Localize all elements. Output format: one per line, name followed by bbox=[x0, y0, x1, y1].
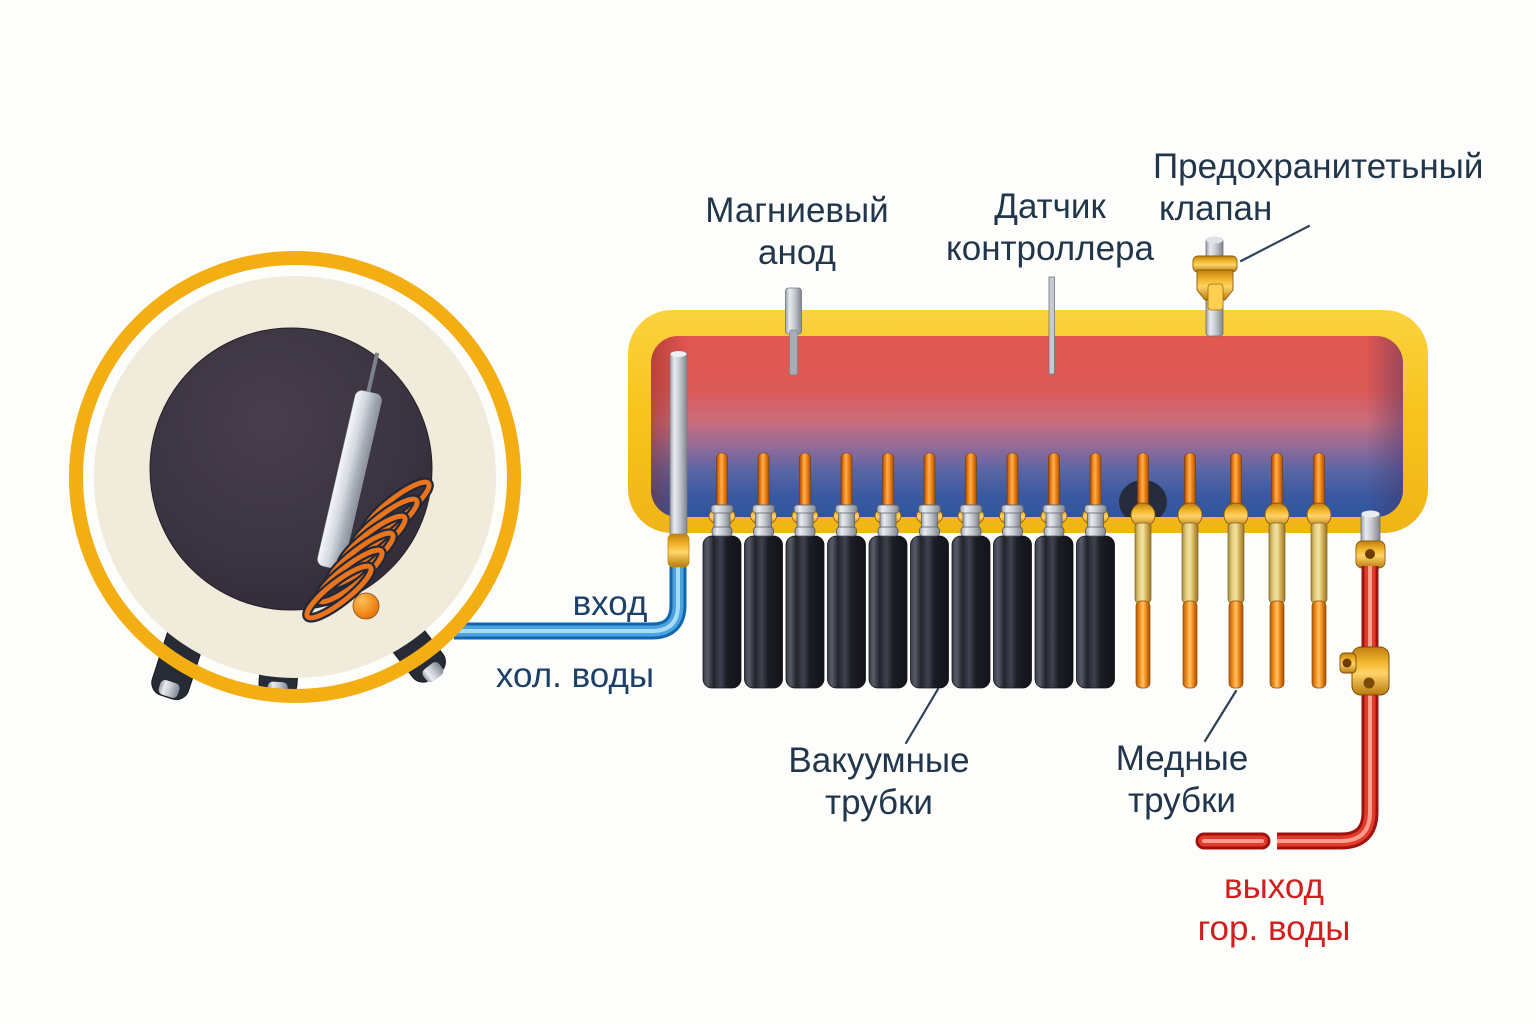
vacuum-tube bbox=[827, 452, 866, 689]
label-line: трубки bbox=[825, 783, 933, 822]
vacuum-tube bbox=[910, 452, 949, 689]
copper-tubes-leader bbox=[1203, 689, 1238, 743]
hot-water-pipe bbox=[1195, 510, 1390, 850]
label-controller-sensor: Датчик контроллера bbox=[925, 186, 1175, 270]
outlet-valve bbox=[1339, 646, 1390, 696]
label-line: анод bbox=[758, 233, 836, 272]
magnesium-anode-rod bbox=[785, 287, 802, 376]
label-vacuum-tubes: Вакуумные трубки bbox=[754, 740, 1004, 824]
vacuum-tubes-group bbox=[702, 452, 1115, 689]
copper-tube bbox=[1306, 452, 1332, 689]
label-line: гор. воды bbox=[1197, 909, 1351, 948]
label-line: трубки bbox=[1128, 781, 1236, 820]
label-line: выход bbox=[1224, 867, 1324, 906]
inset-heat-bulb bbox=[352, 592, 380, 620]
inset-tube-interior bbox=[149, 327, 433, 611]
inset-copper-coil bbox=[302, 477, 434, 623]
storage-tank bbox=[628, 310, 1428, 533]
label-line: Медные bbox=[1115, 739, 1249, 778]
copper-tube bbox=[1223, 452, 1249, 689]
vacuum-tube bbox=[744, 452, 783, 689]
vacuum-tube bbox=[1034, 452, 1074, 689]
label-line: Магниевый bbox=[705, 191, 889, 230]
label-line: хол. воды bbox=[495, 656, 655, 695]
label-line: контроллера bbox=[946, 229, 1154, 268]
label-magnesium-anode: Магниевый анод bbox=[672, 190, 922, 274]
label-cold-inlet-1: вход bbox=[550, 583, 670, 625]
leader-lines bbox=[904, 224, 1311, 745]
label-hot-outlet: выход гор. воды bbox=[1164, 866, 1384, 950]
cold-water-pipe bbox=[454, 566, 687, 640]
label-line: клапан bbox=[1159, 189, 1273, 228]
vacuum-tube bbox=[702, 452, 742, 689]
vacuum-tube bbox=[868, 452, 908, 689]
safety-valve-assembly bbox=[1192, 236, 1238, 337]
copper-tubes-group bbox=[1130, 452, 1332, 689]
copper-tube bbox=[1130, 452, 1156, 689]
vacuum-tubes-leader bbox=[904, 687, 940, 745]
copper-tube bbox=[1264, 452, 1290, 689]
vacuum-tube bbox=[785, 452, 825, 689]
label-safety-valve: Предохранитетьный клапан bbox=[1153, 146, 1513, 230]
label-copper-tubes: Медные трубки bbox=[1057, 738, 1307, 822]
label-line: Вакуумные bbox=[788, 741, 970, 780]
vacuum-tube bbox=[993, 452, 1032, 689]
copper-tube bbox=[1177, 452, 1203, 689]
label-line: Датчик bbox=[994, 187, 1106, 226]
label-line: вход bbox=[572, 584, 648, 623]
vacuum-tube bbox=[1076, 452, 1115, 689]
controller-sensor-probe bbox=[1048, 276, 1055, 375]
safety-valve-leader bbox=[1239, 224, 1311, 263]
vacuum-tube bbox=[951, 452, 991, 689]
inset-heat-pipe-rod bbox=[317, 352, 382, 570]
label-cold-inlet-2: хол. воды bbox=[475, 655, 675, 697]
inset-magnifier bbox=[69, 251, 521, 703]
inlet-fitting bbox=[667, 533, 690, 568]
dip-tube bbox=[667, 351, 690, 568]
label-line: Предохранитетьный bbox=[1153, 147, 1484, 186]
inset-yellow-ring bbox=[69, 251, 521, 703]
